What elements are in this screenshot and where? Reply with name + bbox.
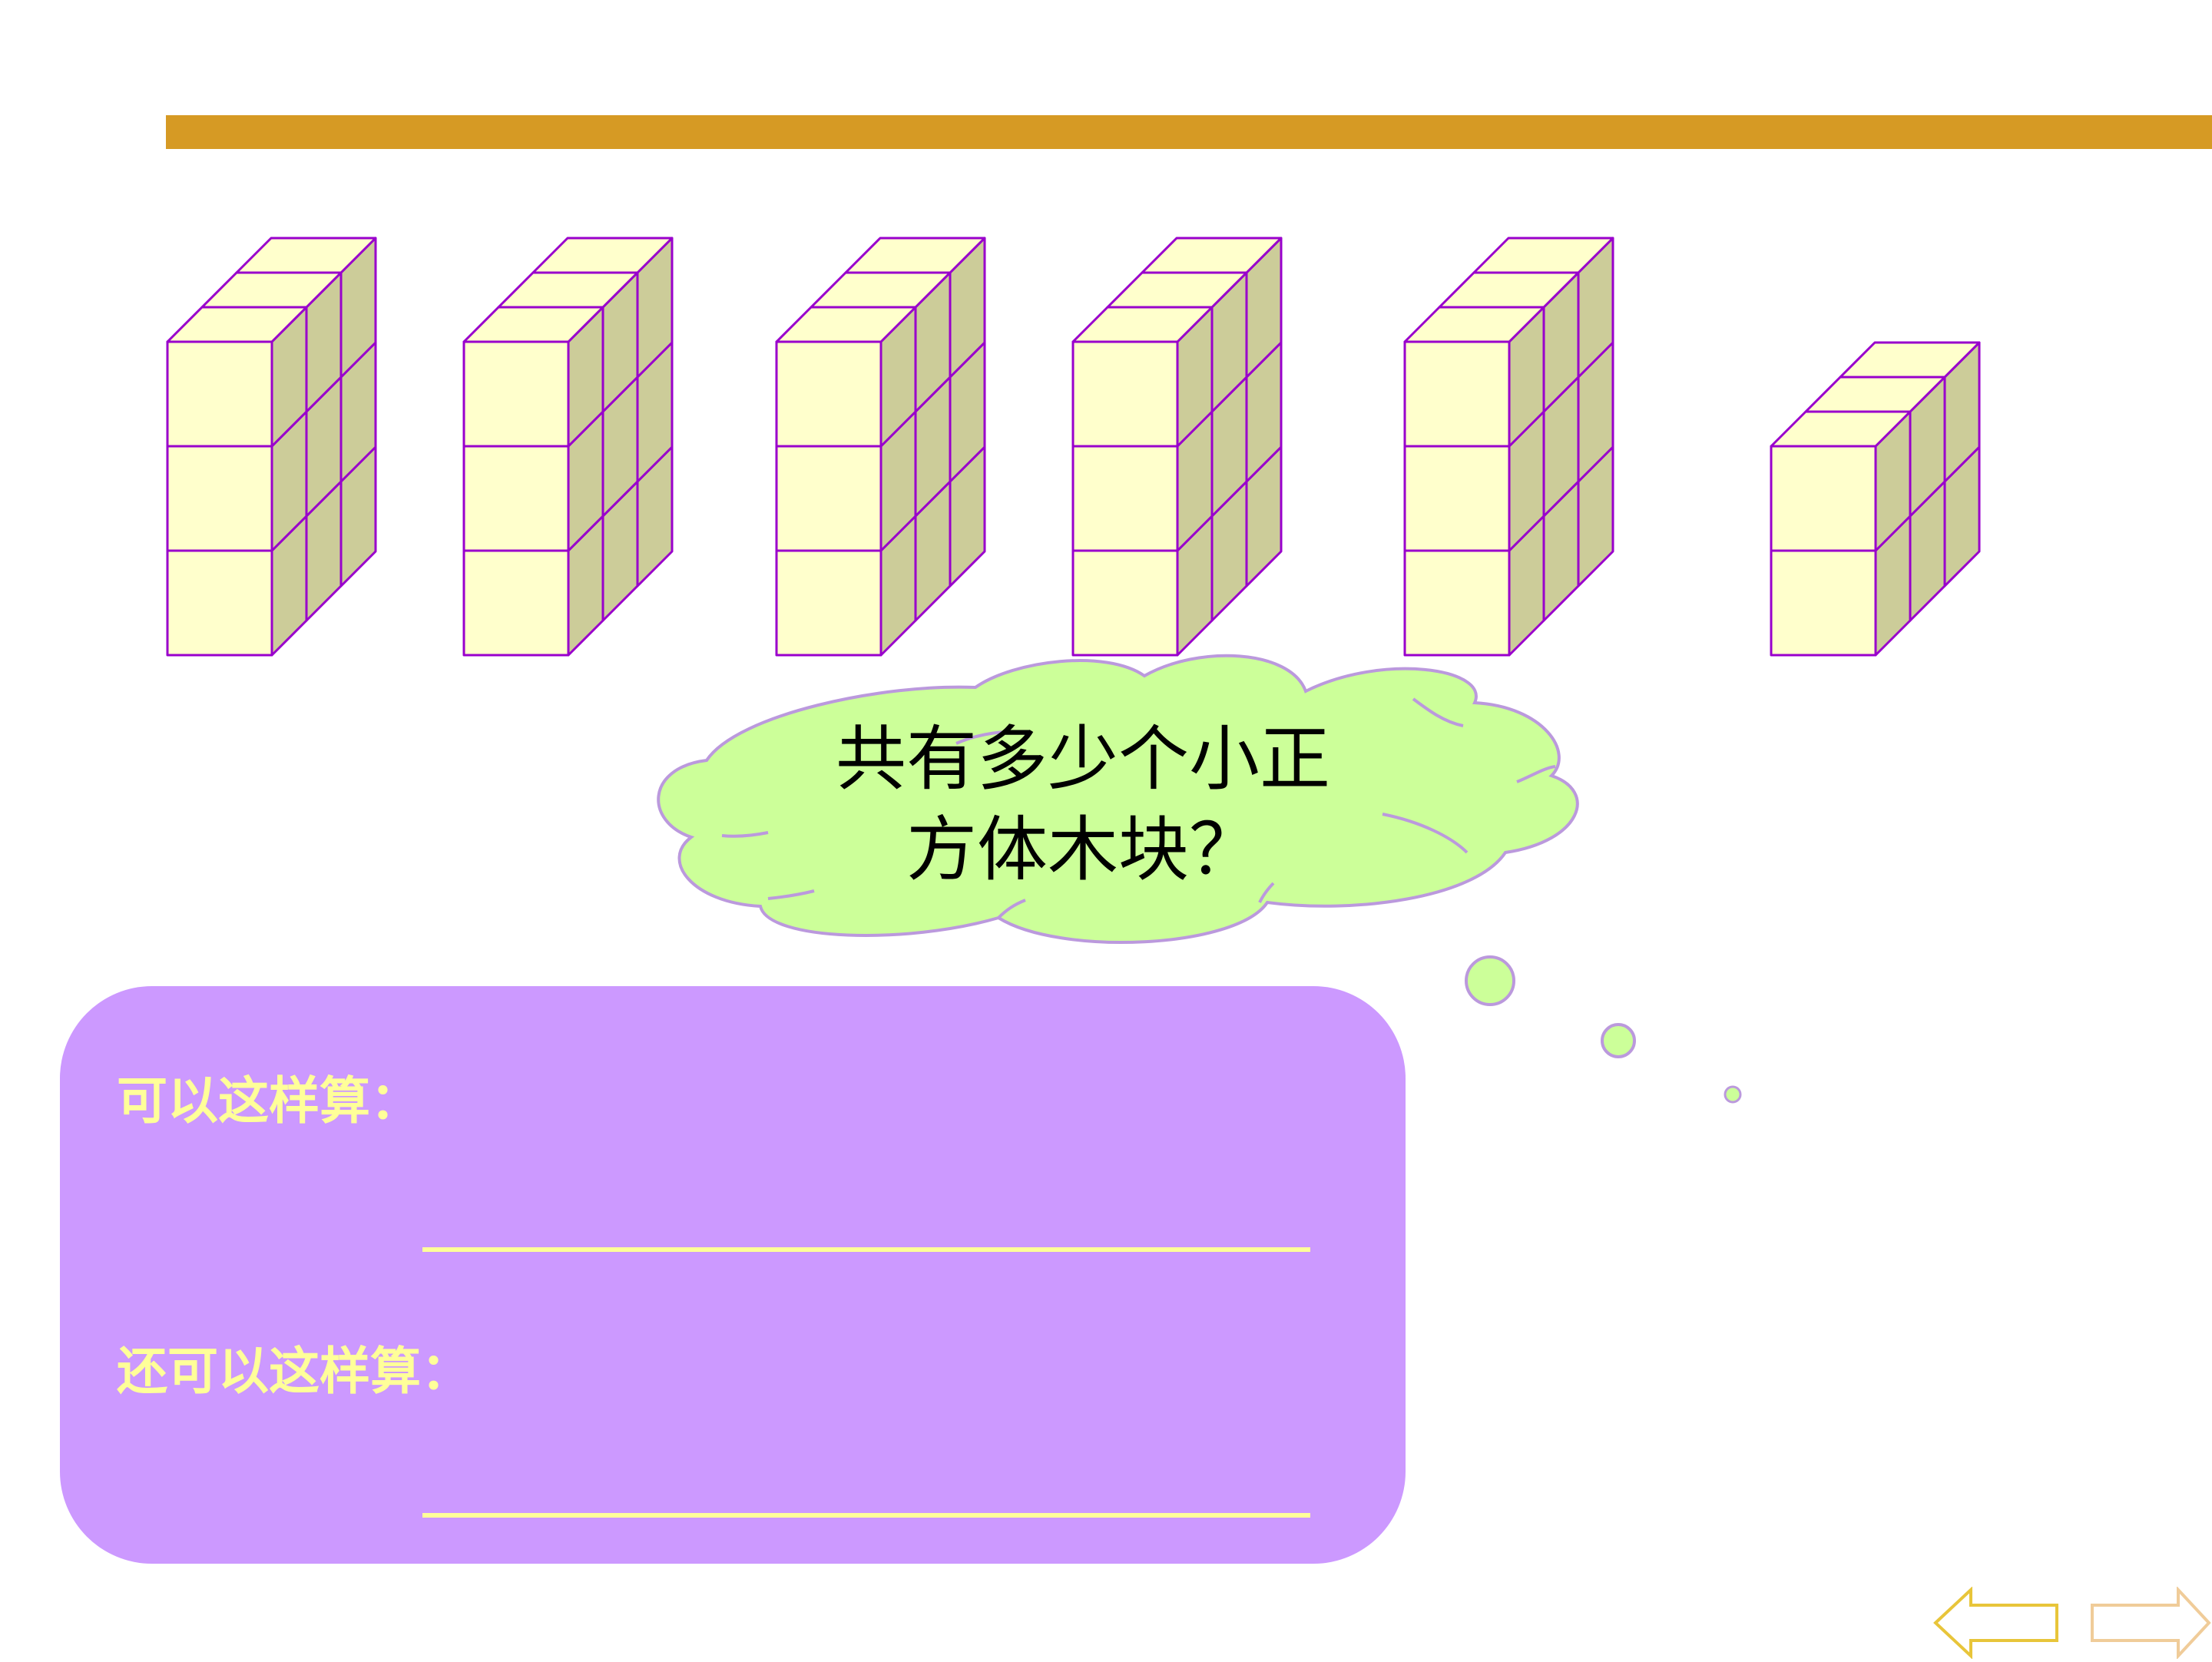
answer-blank-1[interactable]: [422, 1247, 1310, 1252]
cube-front-face: [1071, 445, 1179, 552]
question-line-2: 方体木块？: [906, 809, 1260, 891]
cube-stack-4: [1071, 237, 1283, 657]
thought-bubble: [657, 654, 1742, 1104]
next-button[interactable]: [2089, 1585, 2212, 1660]
cube-front-face: [166, 340, 273, 448]
cube-front-face: [166, 445, 273, 552]
left-arrow-icon: [1933, 1586, 2058, 1660]
cube-front-face: [1770, 549, 1877, 657]
prev-button[interactable]: [1932, 1586, 2071, 1660]
cube-front-face: [1071, 549, 1179, 657]
cube-front-face: [1403, 340, 1511, 448]
thought-dot-large: [1465, 955, 1515, 1006]
cube-stack-2: [462, 237, 674, 657]
thought-cloud: [657, 654, 1579, 944]
cube-stack-5: [1403, 237, 1614, 657]
right-arrow-icon: [2091, 1585, 2211, 1660]
cube-front-face: [775, 340, 882, 448]
cube-front-face: [1770, 445, 1877, 552]
method-2-label: 还可以这样算：: [117, 1341, 472, 1401]
answer-blank-2[interactable]: [422, 1513, 1310, 1518]
cube-front-face: [166, 549, 273, 657]
cube-front-face: [462, 340, 570, 448]
cube-front-face: [775, 445, 882, 552]
question-line-1: 共有多少个小正: [835, 718, 1330, 800]
answer-panel: 可以这样算： 还可以这样算：: [60, 986, 1406, 1564]
cube-stacks: [166, 237, 1981, 657]
cube-front-face: [1071, 340, 1179, 448]
title-bar: [166, 115, 2212, 149]
question-text: 共有多少个小正 方体木块？: [776, 714, 1390, 896]
cube-front-face: [1403, 549, 1511, 657]
cube-front-face: [462, 549, 570, 657]
method-1-label: 可以这样算：: [117, 1071, 421, 1131]
cube-stack-3: [775, 237, 986, 657]
cube-front-face: [775, 549, 882, 657]
cube-stack-1: [166, 237, 377, 657]
cube-front-face: [462, 445, 570, 552]
cube-front-face: [1403, 445, 1511, 552]
cube-stack-6: [1770, 341, 1981, 657]
thought-dot-small: [1724, 1085, 1742, 1104]
thought-dot-medium: [1601, 1023, 1636, 1058]
